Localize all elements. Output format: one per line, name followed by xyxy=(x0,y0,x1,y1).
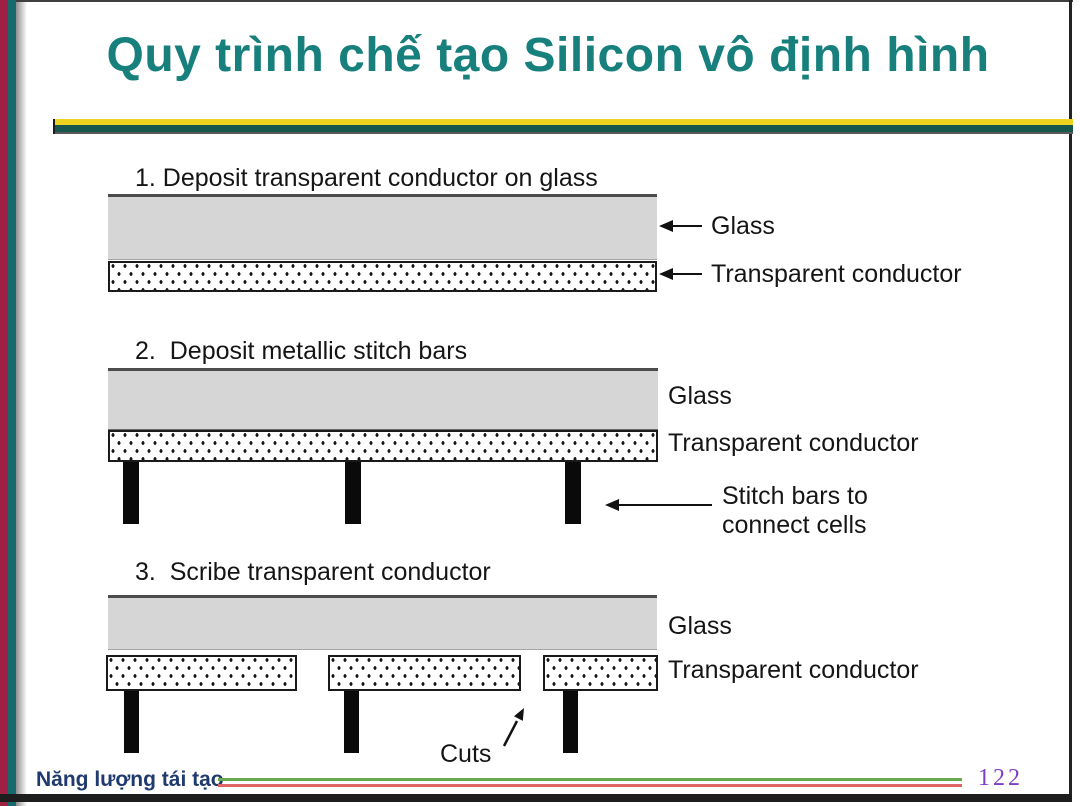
slide-bottom-border xyxy=(0,794,1072,802)
cuts-label: Cuts xyxy=(440,740,492,768)
slide-right-border xyxy=(1069,0,1072,800)
footer-red-line xyxy=(218,784,962,787)
step-3-glass-label: Glass xyxy=(668,612,732,640)
step-2-glass-label: Glass xyxy=(668,382,732,410)
arrow-left-icon xyxy=(659,268,673,280)
step-1-glass-label: Glass xyxy=(711,212,775,240)
step-3-title: 3. Scribe transparent conductor xyxy=(135,558,491,586)
step-3-conductor-label: Transparent conductor xyxy=(668,656,919,684)
step-1-glass-layer xyxy=(108,194,657,260)
arrow-line xyxy=(670,225,702,227)
divider-green-bar xyxy=(55,125,1073,134)
arrow-line xyxy=(670,273,702,275)
step-1-conductor-layer xyxy=(108,261,657,292)
stitch-bar xyxy=(563,691,578,753)
arrow-left-icon xyxy=(659,220,673,232)
step-3-conductor-segment-3 xyxy=(543,655,658,691)
stitch-bar xyxy=(565,462,581,524)
arrow-left-icon xyxy=(605,499,619,511)
slide-top-border xyxy=(16,0,1073,2)
stitch-bar xyxy=(344,691,359,753)
step-3-conductor-segment-2 xyxy=(328,655,521,691)
arrow-line xyxy=(616,504,712,506)
stitch-bar xyxy=(345,462,361,524)
step-1-title: 1. Deposit transparent conductor on glas… xyxy=(135,164,598,192)
step-2-conductor-label: Transparent conductor xyxy=(668,429,919,457)
footer-green-line xyxy=(218,778,962,781)
step-2-title: 2. Deposit metallic stitch bars xyxy=(135,337,468,365)
title-divider xyxy=(53,119,1073,134)
left-crimson-stripe xyxy=(0,0,8,806)
page-title: Quy trình chế tạo Silicon vô định hình xyxy=(106,29,990,82)
footer-text: Năng lượng tái tạo xyxy=(36,768,224,791)
step-2-stitch-label: Stitch bars to connect cells xyxy=(722,482,868,540)
page-number: 122 xyxy=(978,765,1023,791)
step-1-conductor-label: Transparent conductor xyxy=(711,260,962,288)
stitch-bar xyxy=(124,691,139,753)
stitch-label-line1: Stitch bars to xyxy=(722,482,868,510)
step-2-conductor-layer xyxy=(108,430,658,462)
step-3-glass-layer xyxy=(108,595,657,650)
left-teal-stripe xyxy=(8,0,16,806)
stitch-bar xyxy=(123,462,139,524)
stitch-label-line2: connect cells xyxy=(722,511,867,539)
step-3-conductor-segment-1 xyxy=(106,655,297,691)
cuts-arrow-up-right-icon xyxy=(502,708,524,747)
left-shadow-fade xyxy=(16,0,27,806)
step-2-glass-layer xyxy=(108,368,658,431)
divider-yellow-bar xyxy=(55,119,1073,125)
